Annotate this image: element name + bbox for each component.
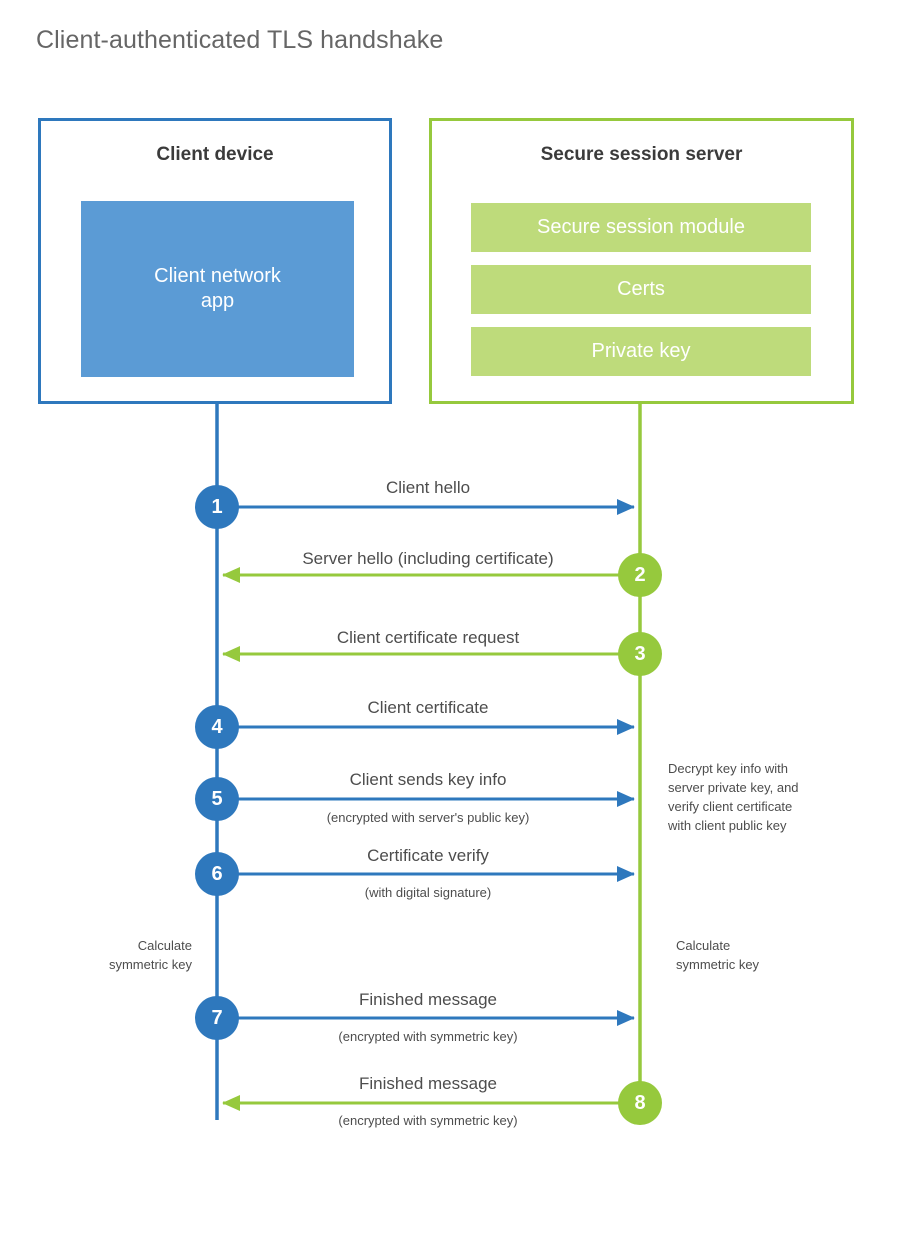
step-circle-6[interactable]: 6 <box>195 852 239 896</box>
annotation-line: Decrypt key info with <box>668 761 788 776</box>
message-sublabel-6: (with digital signature) <box>364 885 492 900</box>
step-circle-2[interactable]: 2 <box>618 553 662 597</box>
annotation-client-calculate-symmetric-key: Calculate symmetric key <box>60 937 192 975</box>
step-circle-1[interactable]: 1 <box>195 485 239 529</box>
message-label-1: Client hello <box>385 478 471 497</box>
message-label-4: Client certificate <box>367 698 489 717</box>
step-circle-5[interactable]: 5 <box>195 777 239 821</box>
annotation-server-decrypt: Decrypt key info with server private key… <box>668 760 848 835</box>
message-label-8: Finished message <box>359 1074 497 1093</box>
annotation-line: Calculate <box>137 938 192 953</box>
annotation-line: verify client certificate <box>668 798 793 814</box>
server-module-private-key: Private key <box>471 327 811 376</box>
annotation-line: symmetric key <box>676 956 760 972</box>
server-module-secure-session-module: Secure session module <box>471 203 811 252</box>
secure-session-server-box: Secure session server Secure session mod… <box>429 118 854 404</box>
server-module-label: Secure session module <box>537 216 745 238</box>
annotation-server-calculate-symmetric-key: Calculate symmetric key <box>676 937 836 975</box>
step-circle-4[interactable]: 4 <box>195 705 239 749</box>
step-circle-3[interactable]: 3 <box>618 632 662 676</box>
message-label-6: Certificate verify <box>367 846 489 865</box>
message-sublabel-7: (encrypted with symmetric key) <box>338 1029 518 1044</box>
message-label-2: Server hello (including certificate) <box>302 549 554 568</box>
secure-session-server-title: Secure session server <box>540 144 743 165</box>
annotation-line: with client public key <box>668 817 787 833</box>
annotation-line: server private key, and <box>668 779 799 795</box>
message-label-3: Client certificate request <box>336 628 520 647</box>
page-title: Client-authenticated TLS handshake <box>36 26 444 54</box>
server-module-label: Certs <box>617 278 665 300</box>
message-sublabel-5: (encrypted with server's public key) <box>326 810 530 825</box>
step-circle-7[interactable]: 7 <box>195 996 239 1040</box>
client-device-title: Client device <box>156 144 274 165</box>
server-module-certs: Certs <box>471 265 811 314</box>
step-circle-8[interactable]: 8 <box>618 1081 662 1125</box>
message-label-5: Client sends key info <box>349 770 507 789</box>
annotation-line: Calculate <box>676 938 731 953</box>
annotation-line: symmetric key <box>108 956 192 972</box>
message-sublabel-8: (encrypted with symmetric key) <box>338 1113 518 1128</box>
server-module-label: Private key <box>591 340 691 362</box>
message-label-7: Finished message <box>359 990 497 1009</box>
